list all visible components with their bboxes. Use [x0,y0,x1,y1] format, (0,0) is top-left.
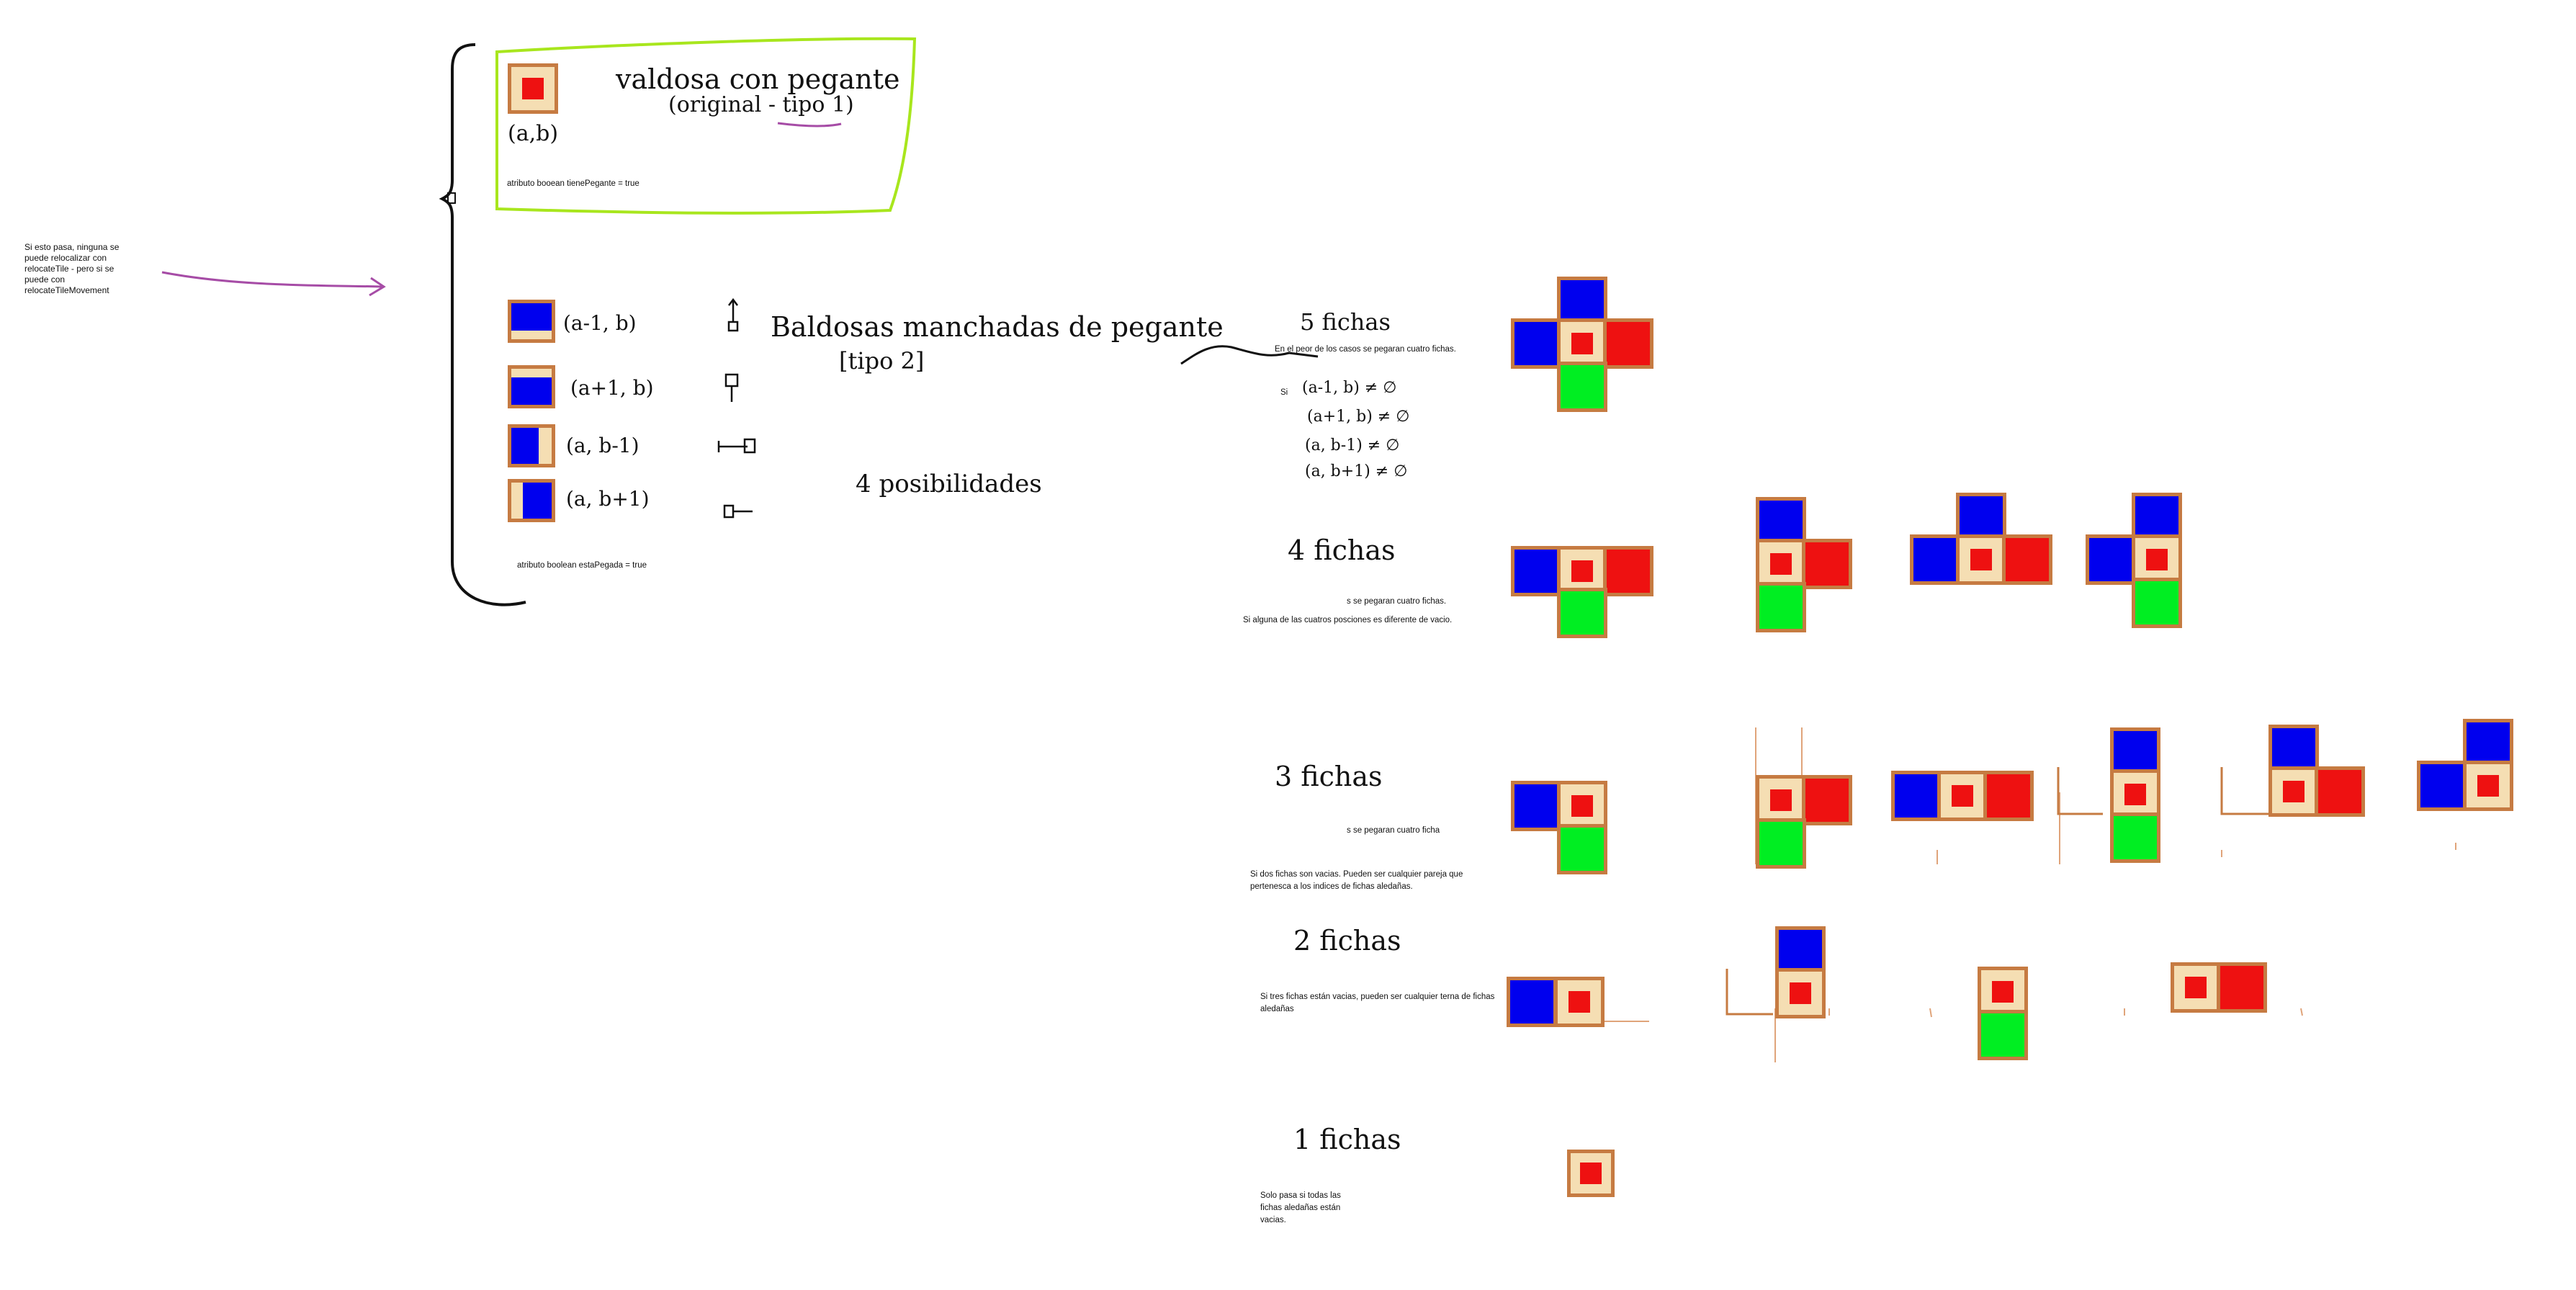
bracket-knot [447,192,456,204]
case-2c-center-tile [1978,967,2028,1017]
case-1-text: Solo pasa si todas las fichas aledañas e… [1260,1191,1341,1224]
case-3-label: 3 fichas [1275,761,1383,792]
case-3-text1: s se pegaran cuatro ficha [1347,826,1440,835]
case-5-cond-1: (a-1, b) ≠ ∅ [1302,379,1397,397]
case-4-text2: Si alguna de las cuatros posciones es di… [1243,616,1453,624]
case-4d-left-tile [2086,534,2136,585]
case-2c-bottom-tile [1978,1010,2028,1060]
case-3e-center-tile [2268,766,2319,817]
case-3a-left-tile [1511,781,1561,831]
case-5-right-tile [1603,318,1653,369]
purple-underline [777,122,842,127]
possibilities-label: 4 posibilidades [856,470,1042,498]
case-5-bottom-tile [1557,362,1607,412]
case-5-label: 5 fichas [1300,308,1391,336]
case-4b-bottom-tile [1756,582,1806,632]
case-4a-bottom-tile [1557,588,1607,638]
left-note: Si esto pasa, ninguna se puede relocaliz… [24,242,120,295]
purple-arrowhead [369,277,386,297]
case-1-label: 1 fichas [1293,1124,1401,1155]
green-callout-box [495,37,917,215]
case-4c-right-tile [2002,534,2052,585]
case-3c-center-tile [1937,771,1988,821]
case-4-label: 4 fichas [1288,534,1396,566]
stain-coord-2: (a+1, b) [570,376,654,400]
case-3d-bottom-tile [2110,812,2160,863]
purple-arrow [161,271,382,288]
case-3f-left-tile [2417,761,2467,811]
case-2d-right-tile [2217,962,2267,1013]
case-2b-center-tile [1775,968,1826,1018]
case-2-label: 2 fichas [1293,925,1401,957]
black-squiggle [1180,345,1319,365]
case-3-text2: Si dos fichas son vacias. Pueden ser cua… [1250,870,1463,891]
glue-core [522,78,544,99]
case-3a-bottom-tile [1557,824,1607,874]
case-3c-left-tile [1891,771,1942,821]
case-5-cond-2: (a+1, b) ≠ ∅ [1307,408,1410,426]
case-2d-center-tile [2171,962,2221,1013]
case-4a-left-tile [1511,546,1561,596]
case-4c-left-tile [1910,534,1960,585]
case-5-left-tile [1511,318,1561,369]
case-2a-left-tile [1507,977,1557,1027]
stain-tile-top [508,300,555,343]
stain-coord-3: (a, b-1) [566,434,639,457]
glue-tile-original [508,63,558,114]
stained-title-line2: [tipo 2] [839,347,925,375]
case-2a-center-tile [1554,977,1605,1027]
case-5-cond-4: (a, b+1) ≠ ∅ [1305,462,1408,480]
case-3f-center-tile [2463,761,2513,811]
stain-coord-4: (a, b+1) [566,487,650,511]
case-1-center-tile [1567,1150,1615,1197]
case-3e-right-tile [2315,766,2365,817]
case-5-cond-3: (a, b-1) ≠ ∅ [1305,436,1400,454]
stain-tile-left [508,424,555,467]
original-coord: (a,b) [508,121,559,146]
stained-title-line1: Baldosas manchadas de pegante [771,311,1224,343]
case-5-text: En el peor de los casos se pegaran cuatr… [1275,345,1456,354]
case-4-text1: s se pegaran cuatro fichas. [1347,597,1447,606]
stain-tile-bottom [508,365,555,408]
stained-attribute: atributo boolean estaPegada = true [517,561,647,570]
case-3c-right-tile [1983,771,2034,821]
empty-slots [1725,767,2268,1016]
case-2-text: Si tres fichas están vacias, pueden ser … [1260,993,1495,1013]
case-4b-right-tile [1802,539,1852,589]
original-attribute: atributo booean tienePegante = true [507,179,639,188]
case-4c-center-tile [1956,534,2006,585]
original-title-line2: (original - tipo 1) [668,92,854,117]
case-3b-right-tile [1802,775,1852,825]
case-4a-right-tile [1603,546,1653,596]
original-title-line1: valdosa con pegante [616,63,900,95]
case-5-si: Si [1280,388,1288,397]
curly-bracket [439,43,526,606]
direction-glyphs [717,297,756,519]
case-4d-bottom-tile [2132,578,2182,628]
stain-coord-1: (a-1, b) [563,311,637,335]
stain-tile-right [508,479,555,522]
case-3b-bottom-tile [1756,818,1806,869]
